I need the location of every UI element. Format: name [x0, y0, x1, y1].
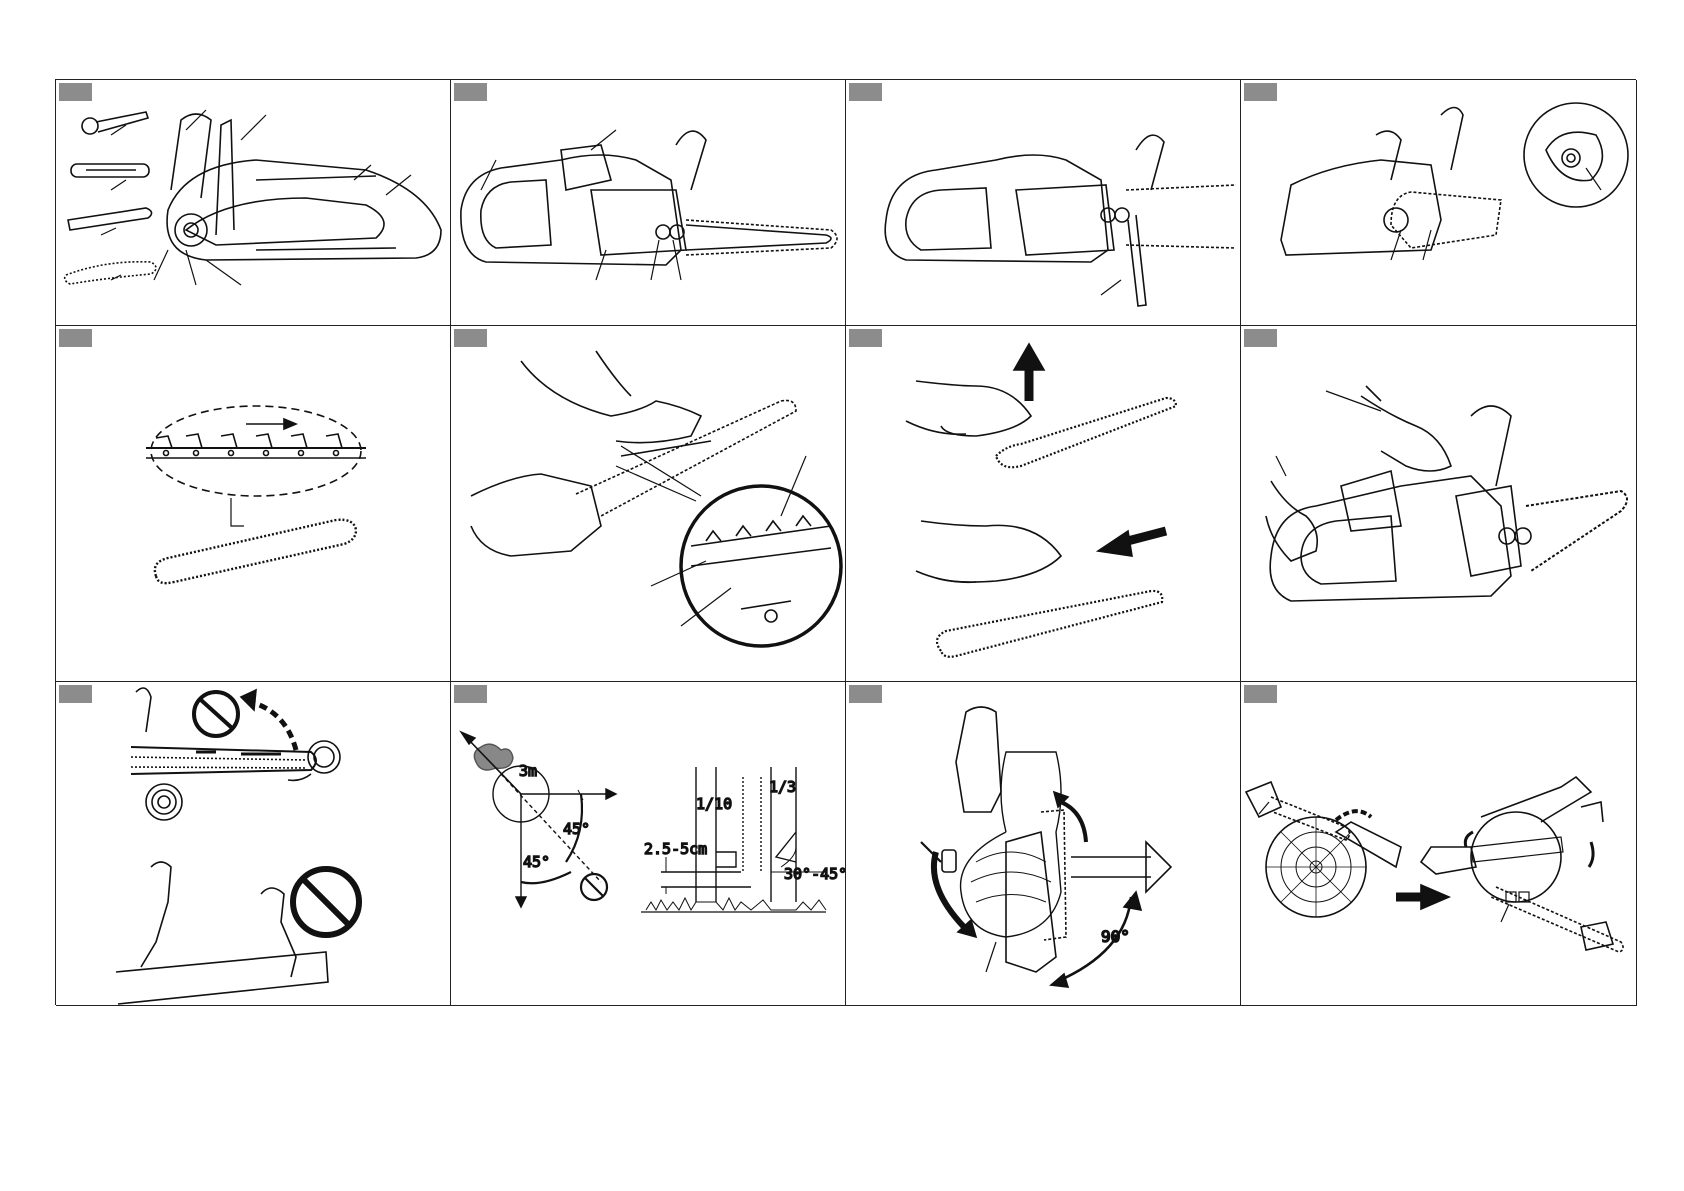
panel-6-chain-tension-check: [451, 326, 846, 682]
spanner-icon: [82, 112, 148, 134]
panel-2-assembled-saw: [451, 80, 846, 326]
prohibited-icon: [293, 869, 359, 935]
chain-tension-drawing: [451, 326, 846, 682]
chainsaw-body-icon: [167, 114, 441, 260]
chain-installation-drawing: [1241, 80, 1637, 326]
assembled-saw-drawing: [451, 80, 846, 326]
felling-zone-diagram: 3m 45° 45°: [461, 732, 616, 907]
angle-label: 90°: [1101, 927, 1130, 946]
chain-link-teeth: [156, 434, 342, 456]
angle-label-right: 45°: [563, 820, 590, 838]
panel-11-limbing: 90°: [846, 682, 1241, 1006]
ratio-label-front: 1/10: [696, 795, 732, 813]
ratio-label-back: 1/3: [769, 778, 796, 796]
felling-technique-drawing: 3m 45° 45° 1/10 1/3: [451, 682, 846, 1006]
bar-adjustment-drawing: [846, 80, 1241, 326]
prohibited-icon: [194, 692, 238, 736]
panel-5-chain-direction: [56, 326, 451, 682]
guide-bar-icon: [68, 208, 152, 230]
notch-angle-label: 30°-45°: [784, 865, 846, 883]
limbing-drawing: 90°: [846, 682, 1241, 1006]
panel-7-chain-slack: [846, 326, 1241, 682]
chain-slack-drawing: [846, 326, 1241, 682]
panel-1-parts-overview: [56, 80, 451, 326]
angle-label-left: 45°: [523, 853, 550, 871]
bucking-drawing: [1241, 682, 1637, 1006]
illustration-sheet: 3m 45° 45° 1/10 1/3: [55, 79, 1636, 1005]
tree-cut-diagram: 1/10 1/3 2.5-5cm 30°-45°: [641, 767, 846, 912]
panel-grid: 3m 45° 45° 1/10 1/3: [56, 80, 1635, 1004]
holding-saw-drawing: [1241, 326, 1637, 682]
chain-guard-icon: [71, 164, 149, 177]
panel-12-bucking: [1241, 682, 1637, 1006]
panel-3-bar-adjustment: [846, 80, 1241, 326]
panel-10-felling-technique: 3m 45° 45° 1/10 1/3: [451, 682, 846, 1006]
chain-icon: [65, 262, 156, 284]
kickback-warning-drawing: [56, 682, 451, 1006]
chain-direction-drawing: [56, 326, 451, 682]
panel-4-chain-installation: [1241, 80, 1637, 326]
panel-9-kickback-warning: [56, 682, 451, 1006]
panel-8-holding-saw: [1241, 326, 1637, 682]
distance-label: 3m: [519, 762, 537, 780]
parts-overview-drawing: [56, 80, 451, 326]
height-label: 2.5-5cm: [644, 840, 707, 858]
